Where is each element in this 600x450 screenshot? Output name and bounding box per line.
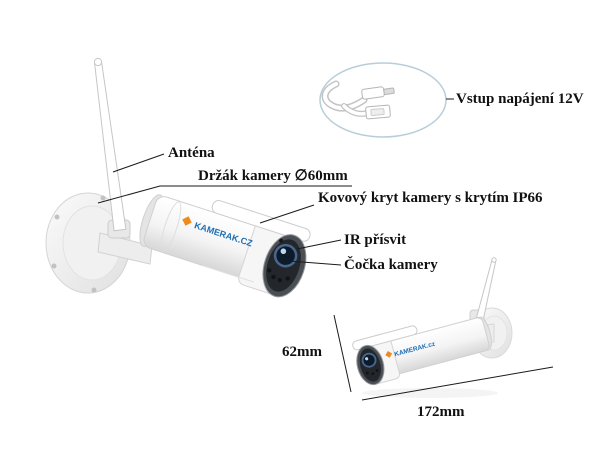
small-camera-body: KAMERAK.cz <box>352 316 492 386</box>
leader-lines <box>97 98 554 401</box>
lens-leader-line <box>288 260 342 266</box>
antenna-illustration <box>93 57 127 232</box>
antenna-leader-line <box>112 153 165 173</box>
inset-outline <box>319 62 447 138</box>
height-dimension-label: 62mm <box>282 344 322 360</box>
antenna-label: Anténa <box>168 145 215 161</box>
small-camera-illustration: KAMERAK.cz <box>352 257 513 398</box>
large-camera-illustration: KAMERAK.CZ <box>45 57 311 298</box>
ir-leader-line <box>296 239 342 250</box>
dc-socket <box>365 104 391 120</box>
housing-leader-line <box>259 204 315 224</box>
brand-logo-mark <box>182 216 192 226</box>
sun-visor <box>211 200 311 242</box>
bracket-label: Držák kamery ∅60mm <box>198 168 348 184</box>
housing-label: Kovový kryt kamery s krytím IP66 <box>318 190 543 206</box>
length-dimension-line <box>361 366 554 401</box>
bracket-leader-line <box>97 185 352 204</box>
small-antenna <box>475 257 497 320</box>
power-connector-inset <box>319 62 447 138</box>
power-input-label: Vstup napájení 12V <box>456 91 584 107</box>
height-dimension-line <box>333 314 352 393</box>
ir-light-label: IR přísvit <box>344 232 407 248</box>
dc-plug <box>361 86 395 100</box>
lens-label: Čočka kamery <box>344 257 438 273</box>
camera-body: KAMERAK.CZ <box>139 194 311 298</box>
length-dimension-label: 172mm <box>417 404 465 420</box>
bracket-arm <box>97 232 153 265</box>
ir-leds <box>267 238 290 283</box>
